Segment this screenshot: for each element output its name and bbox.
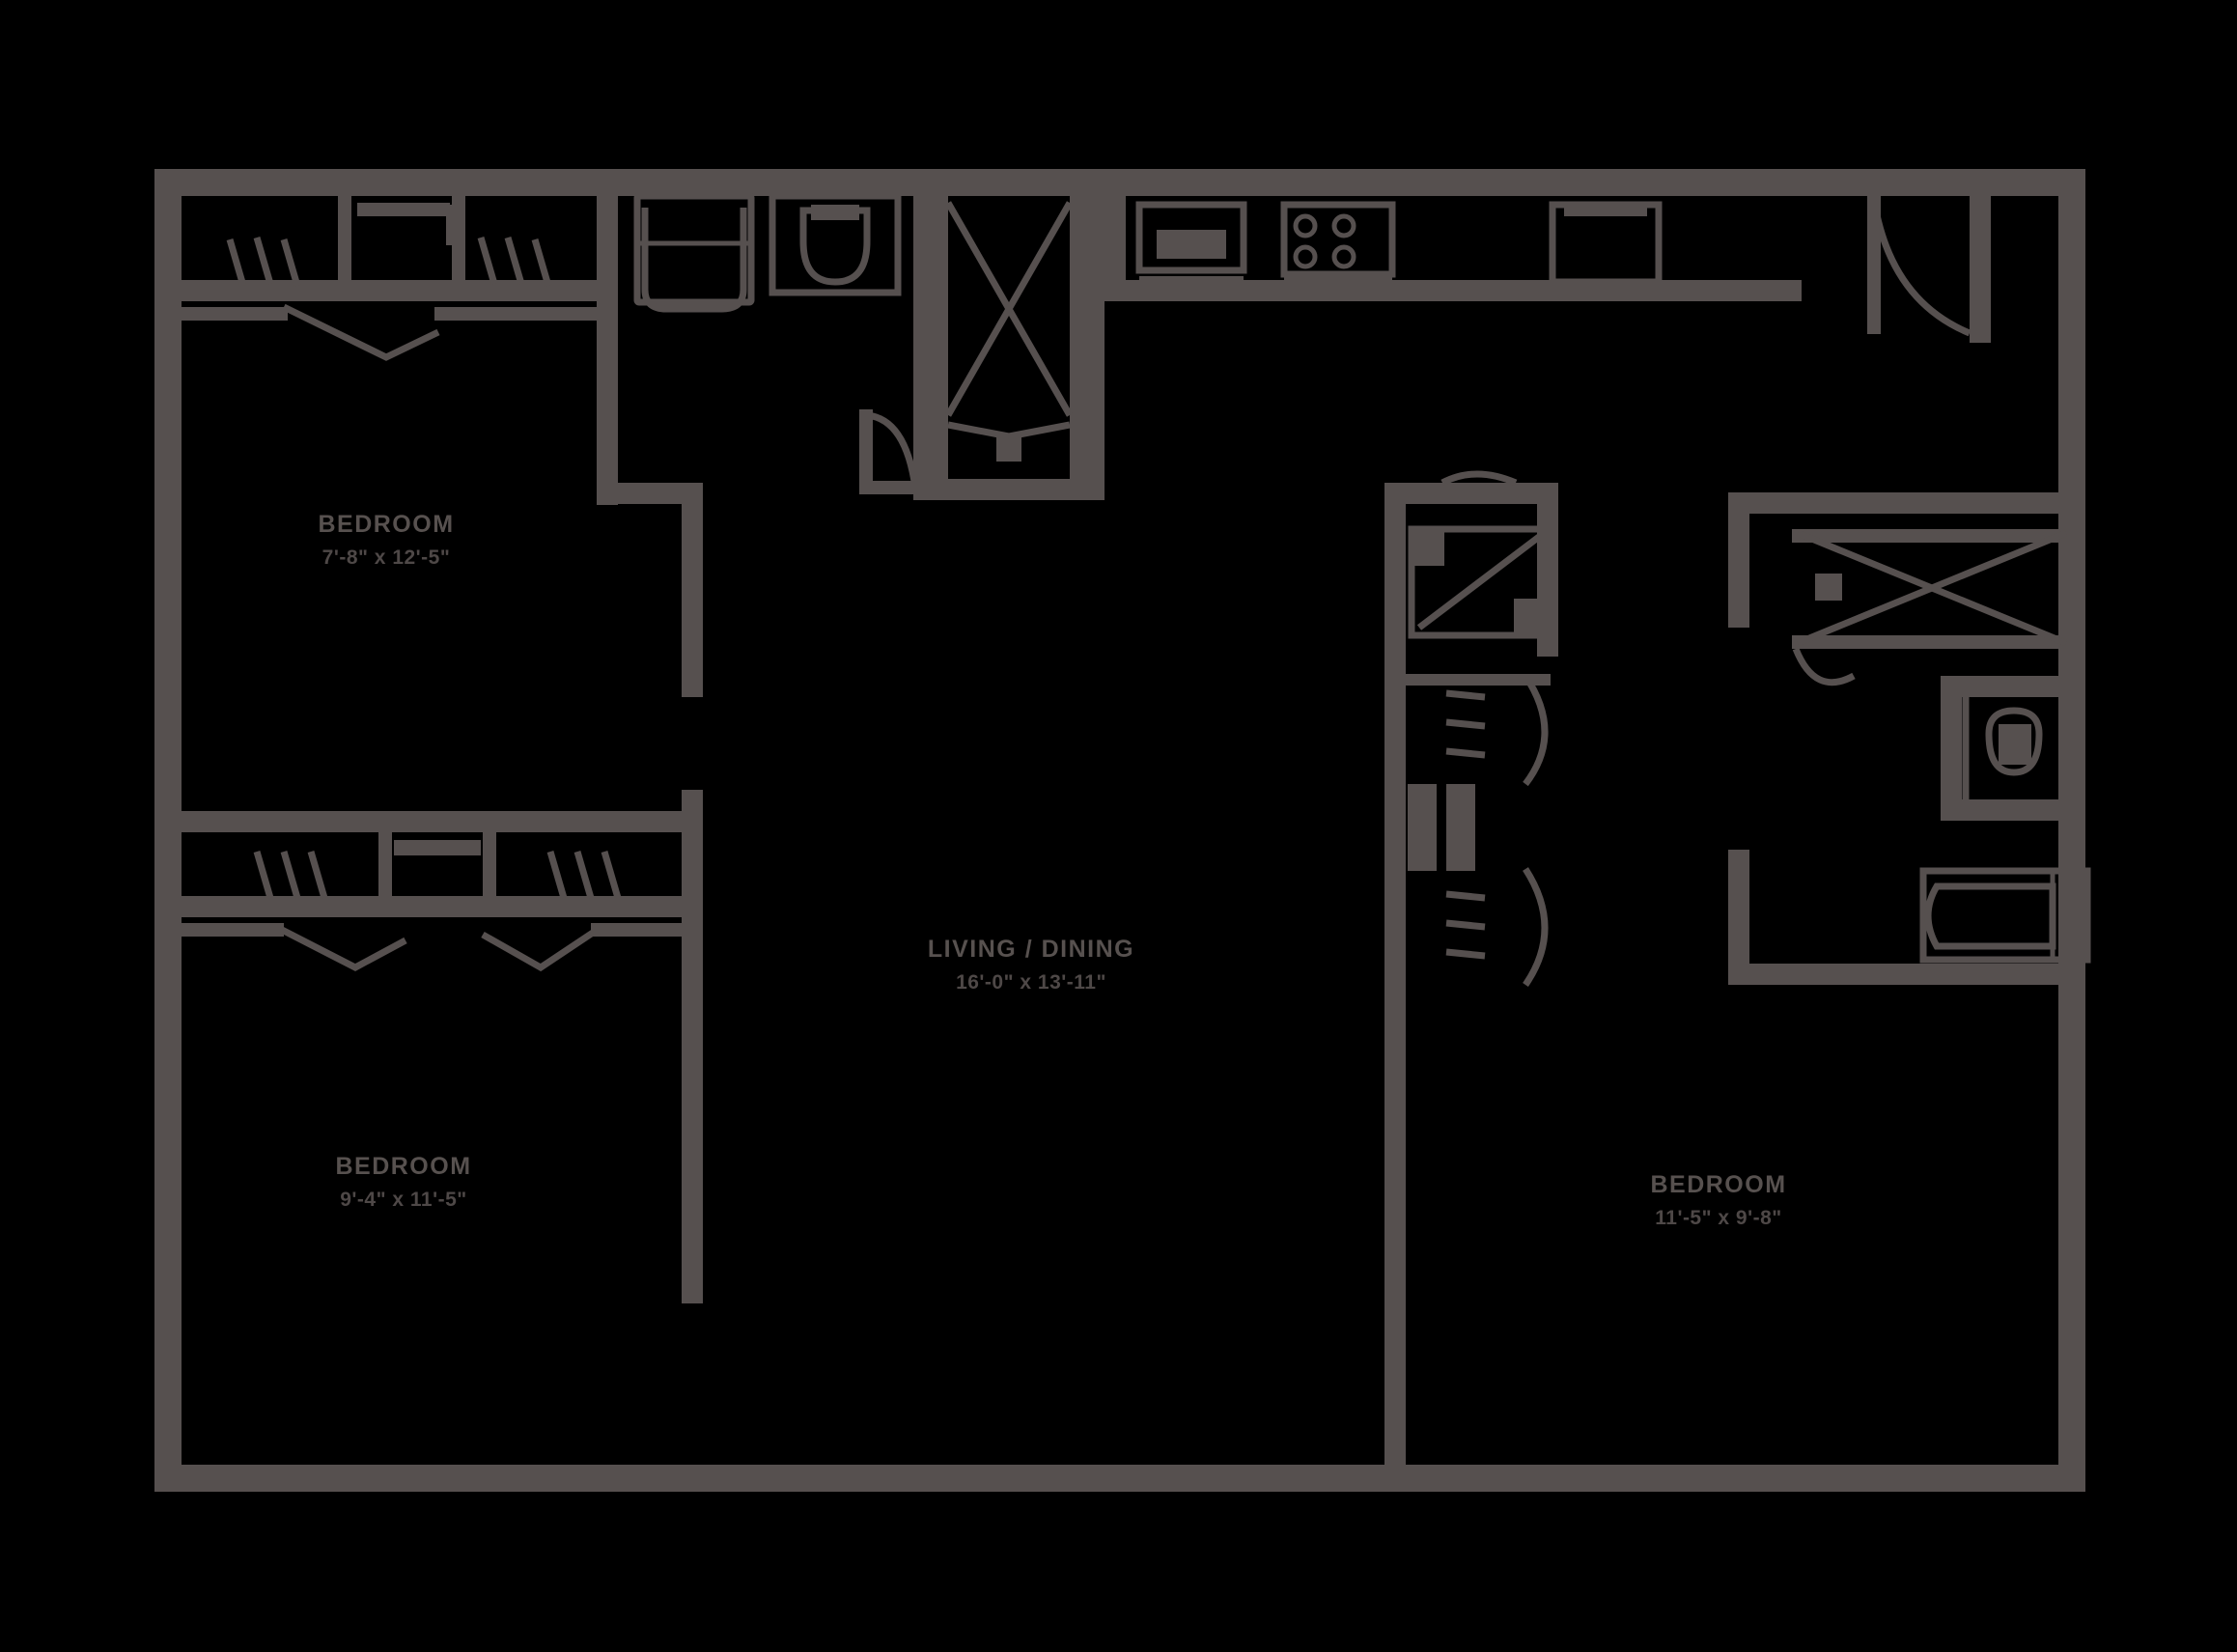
toilet-top-icon	[769, 192, 902, 296]
windows-bottom	[238, 1471, 2066, 1485]
closet-doors-right-icon	[1792, 529, 2072, 686]
toilet-right-icon	[1962, 689, 2066, 821]
interior-walls	[597, 169, 2085, 1468]
kitchen-fixtures	[1135, 201, 1663, 288]
closet-left-bottom	[182, 811, 703, 972]
closet-left-top	[182, 196, 599, 361]
entry-door-icon[interactable]	[1867, 189, 1971, 337]
bathtub-top-icon	[633, 192, 755, 313]
door-openings	[682, 927, 1406, 1085]
water-heater-closet-icon	[1408, 470, 1551, 639]
closet-doors-center-icon	[859, 196, 1083, 495]
bathtub-right-icon	[1919, 867, 2091, 964]
linen-closet-icon	[1384, 674, 1551, 987]
exterior-walls	[154, 169, 2085, 1492]
